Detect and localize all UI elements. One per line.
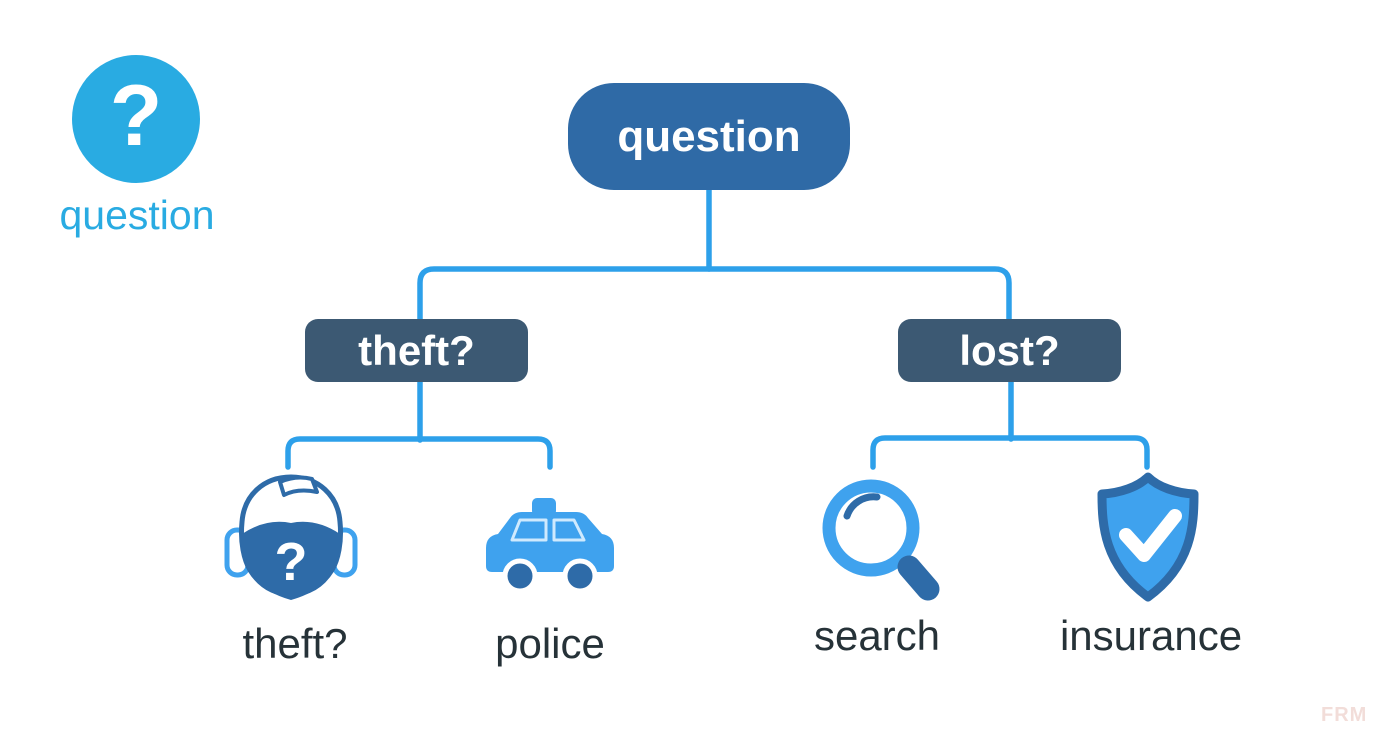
- leaf-label-insurance: insurance: [1059, 612, 1243, 659]
- shield-body: [1097, 472, 1199, 602]
- magnifier-icon: [822, 479, 940, 601]
- rear-window: [552, 518, 586, 542]
- police-car-icon: [486, 498, 614, 594]
- branch-node-lost: lost?: [898, 319, 1121, 382]
- watermark-text: FRM: [1321, 704, 1368, 726]
- lost-bracket-connector: [870, 435, 1150, 470]
- magnifier-handle: [897, 555, 940, 601]
- lens-highlight: [843, 493, 881, 520]
- masked-thief-icon: ?: [224, 474, 358, 600]
- roof-light: [532, 498, 556, 516]
- car-body: [486, 512, 614, 572]
- front-window: [510, 518, 548, 542]
- root-node-question: question: [568, 83, 850, 190]
- front-wheel: [502, 558, 538, 594]
- shield-check-icon: [1097, 472, 1199, 602]
- leaf-label-theft: theft?: [242, 620, 348, 667]
- legend-label: question: [59, 192, 215, 238]
- leaf-label-police: police: [495, 620, 605, 667]
- branch-node-theft: theft?: [305, 319, 528, 382]
- question-glyph: ?: [109, 68, 163, 164]
- mask-question-glyph: ?: [275, 532, 308, 592]
- face-mask: [241, 521, 341, 600]
- checkmark: [1119, 509, 1182, 562]
- level1-bracket-connector: [417, 266, 1012, 324]
- leaf-label-search: search: [813, 612, 941, 659]
- theft-bracket-connector: [285, 436, 553, 470]
- rear-wheel: [562, 558, 598, 594]
- question-mark-circle-icon: ?: [72, 55, 200, 183]
- hair-part: [278, 475, 319, 497]
